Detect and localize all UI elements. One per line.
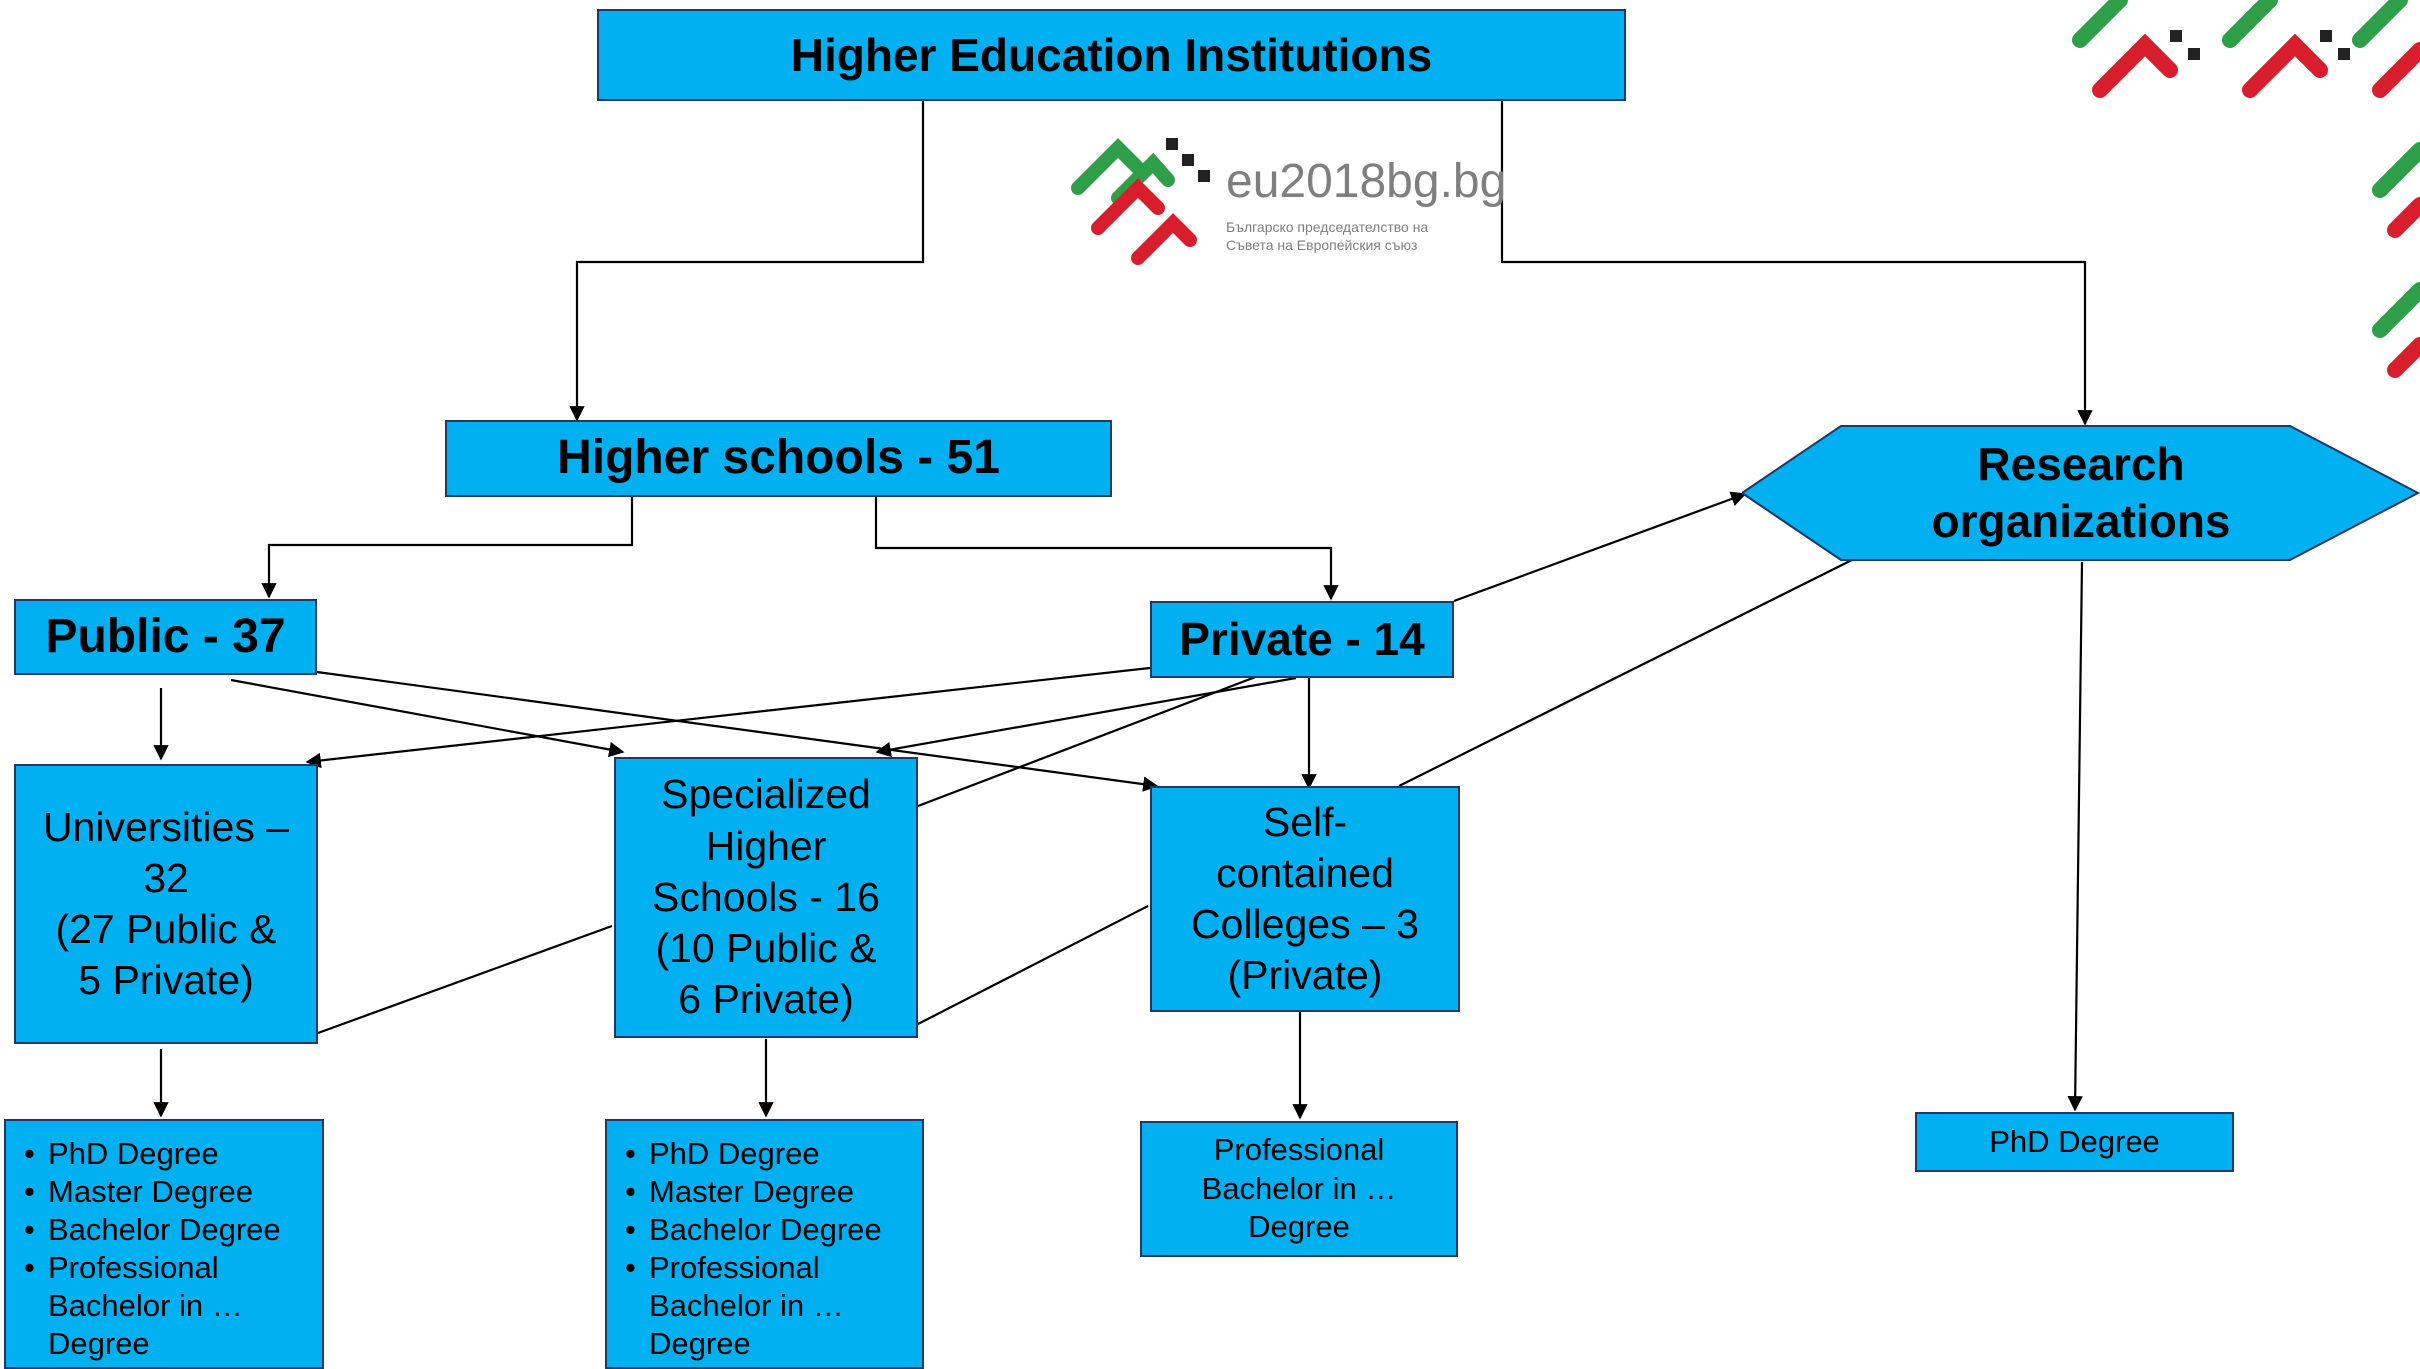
logo-tagline: Българско председателство на Съвета на Е… [1226,218,1496,254]
colleges-line-2: contained [1216,849,1394,896]
research-line-1: Research [1977,437,2185,490]
research-box[interactable]: Research organizations [1742,424,2420,562]
edge-research-to-degree [2067,561,2084,1112]
edge-hei-to-research [1500,101,2093,426]
higher-schools-box[interactable]: Higher schools - 51 [445,420,1112,497]
colleges-line-3: Colleges – 3 [1191,901,1419,947]
universities-box[interactable]: Universities – 32 (27 Public & 5 Private… [14,764,318,1044]
hei-box[interactable]: Higher Education Institutions [597,9,1626,101]
edge-higher-schools-to-public [261,497,634,599]
private-box[interactable]: Private - 14 [1150,601,1454,678]
edge-private-to-research [1453,491,1747,603]
edge-public-to-specialized [230,678,625,758]
universities-line-2: 32 [143,854,189,901]
list-item: Professional Bachelor in … Degree [625,1249,922,1363]
eu2018-logo: eu2018bg.bg Българско председателство на… [1058,118,1506,278]
research-label: Research organizations [1742,424,2420,562]
edge-specialized-back-to-colleges [917,905,1149,1025]
universities-line-4: 5 Private) [78,957,254,1004]
list-item: Bachelor Degree [625,1211,922,1249]
edge-higher-schools-to-private [874,497,1339,601]
research-degree-box: PhD Degree [1915,1112,2234,1172]
specialized-line-2: Higher [705,822,827,869]
logo-tagline-line-1: Българско председателство на [1226,219,1429,235]
edge-specialized-back-to-private [917,674,1259,808]
edge-hei-to-higher-schools [569,101,925,422]
public-label: Public - 37 [45,609,286,663]
public-box[interactable]: Public - 37 [14,599,317,675]
bg-presidency-emblem-icon [1071,138,1210,265]
list-item: Master Degree [24,1173,322,1211]
colleges-degree-line-3: Degree [1248,1209,1350,1245]
specialized-line-3: Schools - 16 [652,873,880,920]
list-item: Professional Bachelor in … Degree [24,1249,322,1363]
private-label: Private - 14 [1179,613,1425,666]
list-item: Bachelor Degree [24,1211,322,1249]
research-degree-label: PhD Degree [1989,1123,2160,1159]
logo-tagline-line-2: Съвета на Европейския съюз [1226,237,1418,253]
colleges-line-4: (Private) [1227,952,1383,999]
universities-line-1: Universities – [42,803,290,850]
colleges-degree-line-2: Bachelor in … [1201,1170,1397,1206]
colleges-degree-box: Professional Bachelor in … Degree [1140,1121,1458,1257]
edge-colleges-to-research [1398,547,1878,787]
specialized-degrees: PhD Degree Master Degree Bachelor Degree… [605,1119,924,1369]
logo-domain: eu2018bg.bg [1226,155,1507,208]
higher-schools-label: Higher schools - 51 [557,431,1000,485]
hei-label: Higher Education Institutions [790,28,1433,81]
colleges-degree-line-1: Professional [1213,1131,1385,1167]
colleges-line-1: Self- [1262,798,1348,845]
specialized-line-4: (10 Public & [655,925,877,972]
specialized-line-5: 6 Private) [678,976,854,1023]
research-line-2: organizations [1931,495,2231,547]
edge-private-to-specialized [875,676,1297,758]
edge-universities-back-to-specialized [317,924,613,1035]
universities-degrees: PhD Degree Master Degree Bachelor Degree… [4,1119,324,1369]
list-item: PhD Degree [24,1135,322,1173]
research-hexagon [1742,425,2420,561]
list-item: PhD Degree [625,1135,922,1173]
decorative-emblem-pattern-icon [2072,0,2420,378]
colleges-box[interactable]: Self- contained Colleges – 3 (Private) [1150,786,1460,1012]
edge-private-to-universities [305,666,1151,769]
universities-line-3: (27 Public & [55,906,277,952]
list-item: Master Degree [625,1173,922,1211]
specialized-box[interactable]: Specialized Higher Schools - 16 (10 Publ… [614,757,918,1038]
specialized-line-1: Specialized [661,771,871,818]
